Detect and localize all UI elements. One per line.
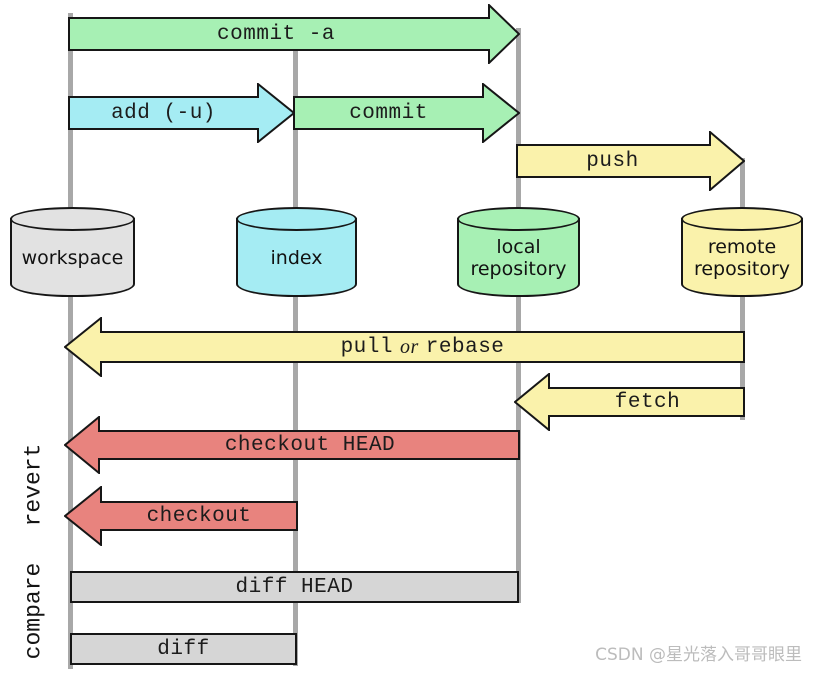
add-arrow: add (-u): [68, 83, 295, 143]
label-line: index: [270, 246, 323, 269]
arrow-right-icon: [516, 131, 745, 191]
arrow-left-icon: [64, 486, 298, 546]
workspace-label: workspace: [10, 219, 135, 297]
index-label: index: [236, 219, 357, 297]
commit-arrow: commit: [293, 83, 520, 143]
local-repository-cylinder: local repository: [457, 207, 580, 297]
fetch-arrow: fetch: [514, 373, 745, 431]
diff-bar: diff: [70, 633, 297, 665]
compare-text: compare: [20, 562, 46, 660]
index-cylinder: index: [236, 207, 357, 297]
bar-label: diff: [157, 637, 210, 661]
label-line: remote: [707, 235, 777, 258]
compare-section-label: compare: [8, 563, 58, 660]
revert-text: revert: [20, 443, 47, 526]
cylinder-top: [681, 207, 803, 231]
arrow-left-icon: [64, 317, 745, 377]
label-line: workspace: [21, 246, 124, 269]
label-line: repository: [693, 258, 791, 280]
pull-or-rebase-arrow: pull or rebase: [64, 317, 745, 377]
commit-a-arrow: commit -a: [68, 4, 520, 64]
arrow-right-icon: [293, 83, 520, 143]
cylinder-body: [236, 218, 357, 297]
cylinder-body: [10, 218, 135, 297]
cylinder-body: [457, 218, 580, 297]
local-repository-lifeline: [516, 28, 521, 603]
arrow-right-icon: [68, 4, 520, 64]
cylinder-top: [457, 207, 580, 231]
remote-repository-label: remote repository: [681, 219, 803, 297]
csdn-watermark: CSDN @星光落入哥哥眼里: [595, 645, 802, 665]
checkout-head-arrow: checkout HEAD: [64, 416, 520, 474]
workspace-lifeline: [68, 13, 73, 669]
cylinder-body: [681, 218, 803, 297]
revert-section-label: revert: [8, 437, 58, 532]
bar-label: diff HEAD: [235, 575, 354, 599]
arrow-left-icon: [514, 373, 745, 431]
workspace-cylinder: workspace: [10, 207, 135, 297]
checkout-arrow: checkout: [64, 486, 298, 546]
arrow-left-icon: [64, 416, 520, 474]
push-arrow: push: [516, 131, 745, 191]
cylinder-top: [236, 207, 357, 231]
label-line: repository: [470, 258, 567, 280]
remote-repository-cylinder: remote repository: [681, 207, 803, 297]
label-line: local: [496, 235, 541, 258]
diff-head-bar: diff HEAD: [70, 571, 519, 603]
cylinder-top: [10, 207, 135, 231]
arrow-right-icon: [68, 83, 295, 143]
local-repository-label: local repository: [457, 219, 580, 297]
